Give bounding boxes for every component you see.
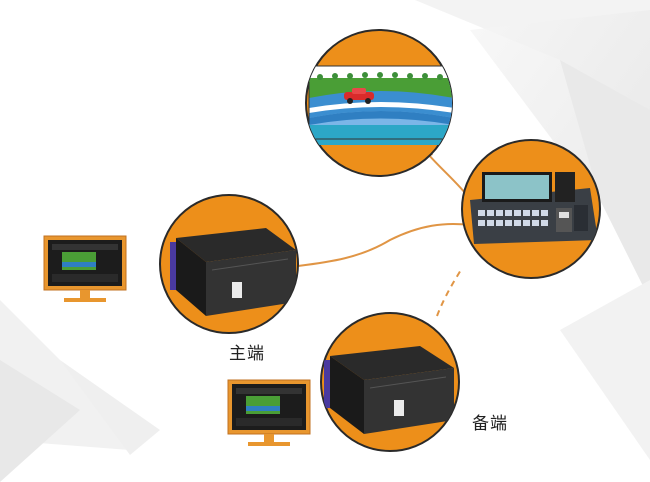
backup-server-circle [320, 312, 460, 452]
race-car [344, 88, 374, 104]
cable-backup-to-switcher [436, 267, 463, 317]
monitor-icon [227, 379, 311, 446]
race-track-screen-image [308, 65, 452, 145]
backup-label: 备端 [472, 414, 508, 434]
video-switcher-console [470, 172, 598, 244]
main-label: 主端 [229, 344, 265, 364]
cable-switcher-to-screen [427, 153, 470, 199]
screen-circle [305, 29, 453, 177]
cable-main-to-switcher [297, 222, 471, 267]
server-chassis [324, 346, 454, 434]
server-chassis [170, 228, 296, 316]
monitor-icon [43, 235, 127, 302]
main-server-circle [159, 194, 299, 334]
switcher-circle [461, 139, 601, 279]
